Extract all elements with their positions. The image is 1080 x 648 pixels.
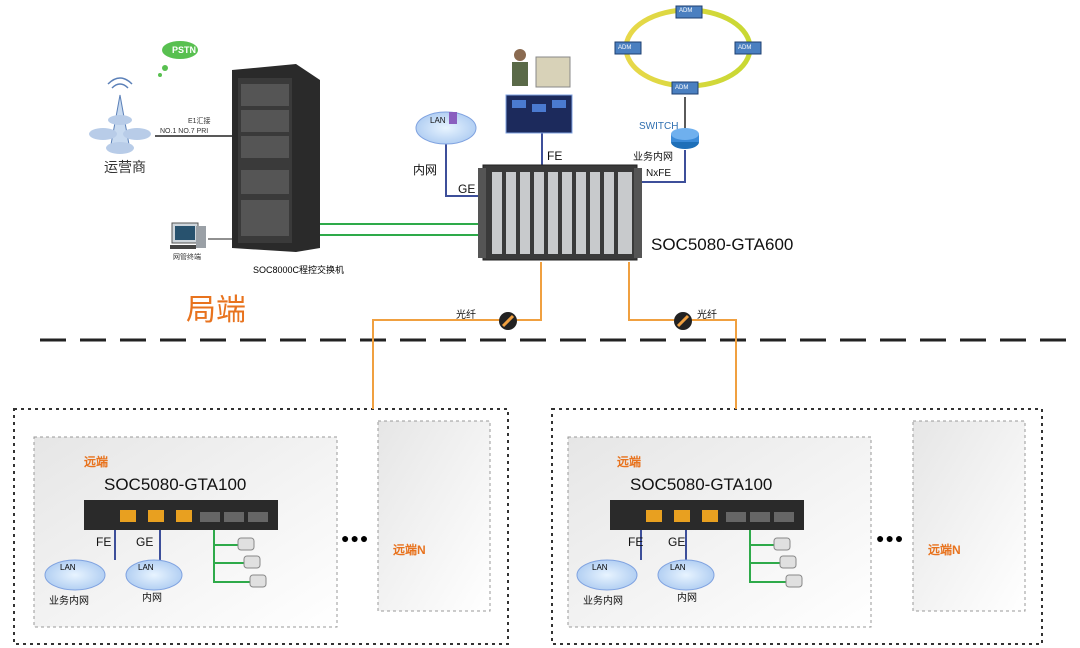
adm-node-icon bbox=[614, 41, 642, 55]
e1-label: E1汇接 bbox=[188, 118, 211, 125]
remote-n-label: 远端N bbox=[928, 543, 961, 557]
remote-n-label: 远端N bbox=[393, 543, 426, 557]
adm-label: ADM bbox=[675, 85, 689, 91]
intranet-label: 内网 bbox=[677, 593, 697, 604]
fe-label: FE bbox=[547, 149, 563, 163]
remote-ethernet-links bbox=[114, 530, 687, 560]
remote-fe-label: FE bbox=[96, 535, 112, 549]
remote-tag: 远端 bbox=[617, 455, 642, 469]
fiber-connector-icon bbox=[674, 312, 692, 330]
gta600-chassis-icon bbox=[478, 164, 642, 261]
more-sites-ellipsis: ●●● bbox=[876, 530, 905, 546]
remote-n-box-right bbox=[912, 420, 1026, 612]
e1-links bbox=[320, 223, 483, 236]
business-net-label: 业务内网 bbox=[583, 596, 623, 607]
more-sites-ellipsis: ●●● bbox=[341, 530, 370, 546]
operator-label: 运营商 bbox=[104, 159, 146, 175]
gta100-label: SOC5080-GTA100 bbox=[630, 475, 773, 494]
remote-site-box-left bbox=[33, 436, 338, 628]
fiber-label-left: 光纤 bbox=[456, 310, 476, 321]
operator-workstation-icon bbox=[505, 49, 573, 134]
pc-icon bbox=[170, 222, 206, 249]
lan-label: LAN bbox=[60, 563, 76, 572]
intranet-label: 内网 bbox=[413, 163, 438, 177]
remote-site-box-right bbox=[567, 436, 872, 628]
gta100-device-right bbox=[610, 500, 804, 530]
lan-label: LAN bbox=[430, 116, 446, 125]
remote-area-left bbox=[13, 408, 509, 645]
adm-ring bbox=[623, 7, 753, 89]
gta600-label: SOC5080-GTA600 bbox=[651, 235, 794, 254]
ge-link bbox=[445, 142, 483, 197]
ge-label: GE bbox=[458, 182, 476, 196]
remote-n-box-left bbox=[377, 420, 491, 612]
nxfe-label: NxFE bbox=[646, 168, 671, 179]
gta100-label: SOC5080-GTA100 bbox=[104, 475, 247, 494]
lan-cloud-icon bbox=[415, 111, 477, 145]
fiber-links bbox=[372, 262, 737, 409]
cabinet-label: SOC8000C程控交换机 bbox=[253, 265, 345, 275]
adm-node-icon bbox=[734, 41, 762, 55]
cell-tower-icon bbox=[89, 77, 151, 154]
pstn-cloud-icon bbox=[158, 41, 198, 77]
adm-label: ADM bbox=[679, 8, 693, 14]
switch-label: SWITCH bbox=[639, 121, 679, 132]
lan-label: LAN bbox=[592, 563, 608, 572]
business-net-label: 业务内网 bbox=[49, 596, 89, 607]
central-office-label: 局端 bbox=[186, 294, 246, 327]
fiber-label-right: 光纤 bbox=[697, 310, 717, 321]
remote-phone-links bbox=[213, 530, 786, 583]
switch-icon bbox=[671, 128, 699, 149]
fiber-connector-icon bbox=[499, 312, 517, 330]
remote-fe-label: FE bbox=[628, 535, 644, 549]
remote-area-right bbox=[551, 408, 1043, 645]
mgmt-terminal-label: 网管终端 bbox=[173, 254, 201, 261]
remote-ge-label: GE bbox=[668, 535, 686, 549]
telephone-icon bbox=[237, 537, 267, 588]
adm-node-icon bbox=[671, 81, 699, 95]
nxfe-link bbox=[636, 150, 686, 183]
switch-cabinet-icon bbox=[232, 64, 320, 252]
adm-label: ADM bbox=[738, 45, 752, 51]
telephone-icon bbox=[773, 537, 803, 588]
pstn-label: PSTN bbox=[172, 45, 197, 55]
signaling-label: NO.1 NO.7 PRI bbox=[160, 128, 209, 135]
adm-label: ADM bbox=[618, 45, 632, 51]
gta100-device-left bbox=[84, 500, 278, 530]
business-net-label: 业务内网 bbox=[633, 152, 673, 163]
lan-label: LAN bbox=[670, 563, 686, 572]
lan-label: LAN bbox=[138, 563, 154, 572]
lan-cloud-icon bbox=[44, 559, 715, 591]
adm-node-icon bbox=[675, 5, 703, 19]
intranet-label: 内网 bbox=[142, 593, 162, 604]
remote-tag: 远端 bbox=[84, 455, 109, 469]
remote-ge-label: GE bbox=[136, 535, 154, 549]
